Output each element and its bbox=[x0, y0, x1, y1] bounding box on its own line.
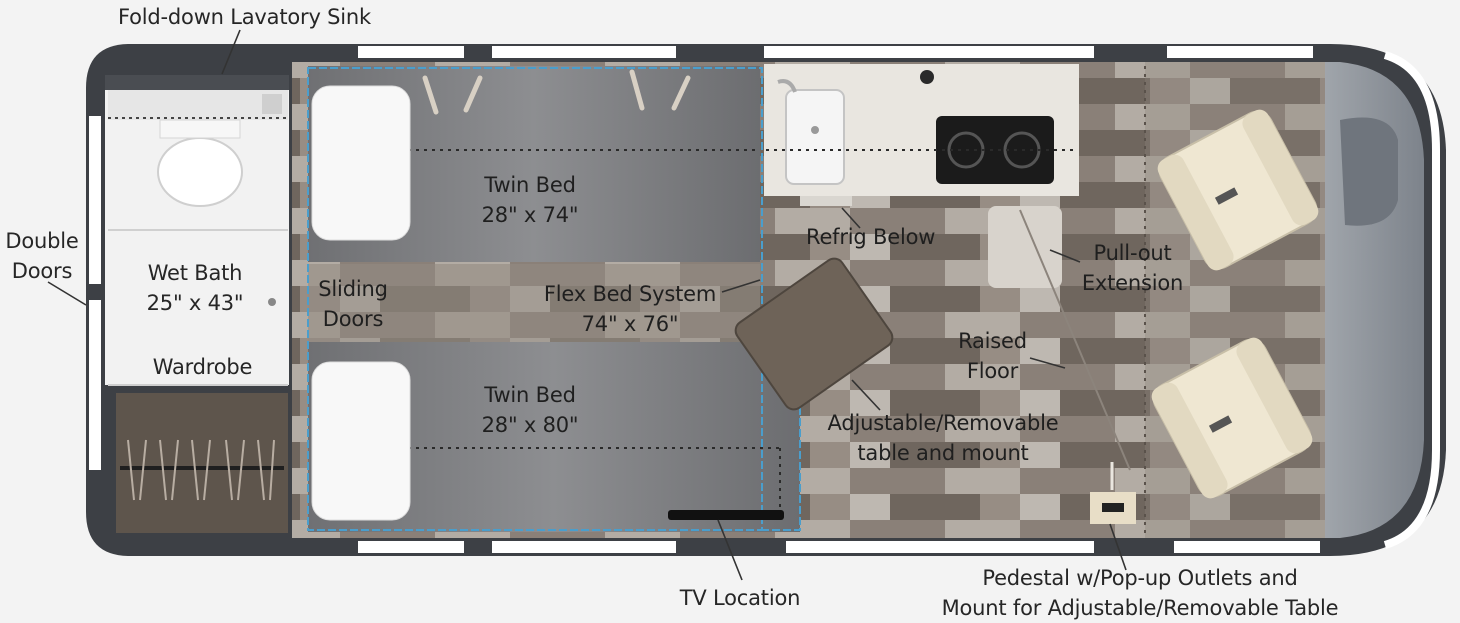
label-pullout-extension: Pull-out Extension bbox=[1070, 238, 1195, 298]
label-sliding-doors-line2: Doors bbox=[322, 307, 384, 331]
window-bottom-4 bbox=[1174, 541, 1320, 553]
label-twin-bed-top-line1: Twin Bed bbox=[484, 173, 576, 197]
seat-belts bbox=[422, 69, 691, 115]
label-pedestal: Pedestal w/Pop-up Outlets and Mount for … bbox=[925, 563, 1355, 623]
pedestal-outlet bbox=[1102, 503, 1124, 512]
label-refrig-below: Refrig Below bbox=[806, 225, 936, 249]
label-wet-bath: Wet Bath 25" x 43" bbox=[120, 258, 270, 318]
galley-knob bbox=[920, 70, 934, 84]
label-table-line2: table and mount bbox=[857, 441, 1029, 465]
label-wet-bath-line2: 25" x 43" bbox=[146, 291, 244, 315]
label-table-line1: Adjustable/Removable bbox=[827, 411, 1059, 435]
cab-seat-top bbox=[1157, 109, 1319, 271]
window-bottom-1 bbox=[358, 541, 464, 553]
label-wardrobe: Wardrobe bbox=[152, 355, 253, 379]
label-pedestal-line2: Mount for Adjustable/Removable Table bbox=[941, 596, 1339, 620]
window-top-1 bbox=[358, 46, 464, 58]
adjustable-table bbox=[734, 257, 894, 411]
leader-lines bbox=[47, 29, 1127, 581]
raised-floor-line bbox=[1019, 209, 1131, 471]
label-pullout-line2: Extension bbox=[1081, 271, 1184, 295]
label-double-doors: Double Doors bbox=[2, 226, 82, 286]
label-flex-bed-line1: Flex Bed System bbox=[543, 282, 717, 306]
label-flex-bed: Flex Bed System 74" x 76" bbox=[530, 279, 730, 339]
label-twin-bed-bottom-line2: 28" x 80" bbox=[481, 413, 579, 437]
pullout-extension bbox=[988, 206, 1062, 288]
cab-seat-bottom bbox=[1151, 337, 1313, 499]
flex-bed-strip bbox=[308, 264, 760, 342]
lavatory-sink bbox=[108, 90, 288, 120]
label-raised-floor: Raised Floor bbox=[945, 326, 1040, 386]
window-bottom-3 bbox=[786, 541, 1094, 553]
pillow-top bbox=[311, 85, 411, 241]
window-bottom-2 bbox=[492, 541, 676, 553]
windshield bbox=[1383, 51, 1440, 549]
refrig-door bbox=[800, 196, 852, 206]
bath-door-knob bbox=[268, 298, 276, 306]
pillow-bottom bbox=[311, 361, 411, 521]
label-twin-bed-top-line2: 28" x 74" bbox=[481, 203, 579, 227]
label-double-doors-line1: Double bbox=[5, 229, 79, 253]
kitchen-faucet bbox=[777, 79, 797, 93]
rear-door-window-1 bbox=[89, 116, 101, 284]
label-flex-bed-line2: 74" x 76" bbox=[581, 312, 679, 336]
label-lavatory-sink: Fold-down Lavatory Sink bbox=[118, 5, 371, 29]
label-twin-bed-bottom-line1: Twin Bed bbox=[484, 383, 576, 407]
label-sliding-doors-line1: Sliding bbox=[318, 277, 388, 301]
label-double-doors-line2: Doors bbox=[11, 259, 73, 283]
bed-outline bbox=[307, 67, 763, 531]
bath-top-wall bbox=[105, 75, 289, 90]
wardrobe-storage bbox=[116, 393, 288, 533]
window-top-3 bbox=[764, 46, 1094, 58]
faucet bbox=[262, 94, 282, 114]
toilet bbox=[157, 137, 243, 207]
window-top-2 bbox=[492, 46, 676, 58]
hangers bbox=[127, 439, 275, 501]
label-raised-floor-line1: Raised bbox=[958, 329, 1027, 353]
label-tv-location: TV Location bbox=[679, 586, 801, 610]
rear-door-window-2 bbox=[89, 300, 101, 470]
label-twin-bed-top: Twin Bed 28" x 74" bbox=[455, 170, 605, 230]
window-top-4 bbox=[1167, 46, 1313, 58]
label-sliding-doors: Sliding Doors bbox=[308, 274, 398, 334]
label-pullout-line1: Pull-out bbox=[1093, 241, 1172, 265]
label-wet-bath-line1: Wet Bath bbox=[147, 261, 243, 285]
tv-mount bbox=[668, 510, 784, 520]
kitchen-sink bbox=[785, 89, 845, 185]
dashboard bbox=[1340, 117, 1398, 226]
label-twin-bed-bottom: Twin Bed 28" x 80" bbox=[455, 380, 605, 440]
label-table: Adjustable/Removable table and mount bbox=[812, 408, 1074, 468]
sink-drain bbox=[811, 126, 819, 134]
label-pedestal-line1: Pedestal w/Pop-up Outlets and bbox=[982, 566, 1298, 590]
stove bbox=[936, 116, 1054, 184]
label-raised-floor-line2: Floor bbox=[966, 359, 1019, 383]
toilet-tank bbox=[159, 119, 241, 139]
